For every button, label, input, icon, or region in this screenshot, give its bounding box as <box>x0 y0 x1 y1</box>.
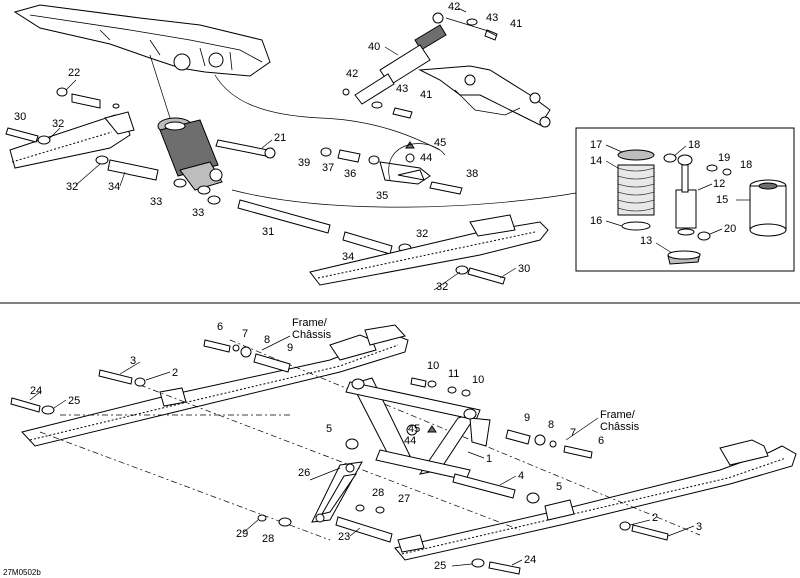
callout-22: 22 <box>68 67 80 79</box>
callout-32b: 32 <box>66 181 78 193</box>
upper-left-rail <box>9 111 135 169</box>
callout-12: 12 <box>713 178 725 190</box>
callout-7b: 7 <box>570 427 576 439</box>
callout-39: 39 <box>298 157 310 169</box>
callout-44b: 44 <box>404 435 416 447</box>
frame-note-top: Frame/ Châssis <box>292 317 332 341</box>
callout-3b: 3 <box>696 521 702 533</box>
callout-25a: 25 <box>68 395 80 407</box>
callout-6b: 6 <box>598 435 604 447</box>
lower-right-rail <box>394 439 797 561</box>
bellcrank-bracket <box>418 65 551 128</box>
callout-17: 17 <box>590 139 602 151</box>
callout-32d: 32 <box>436 281 448 293</box>
callout-37: 37 <box>322 162 334 174</box>
upper-callouts: 42 43 41 40 42 43 41 22 30 32 21 45 44 3… <box>14 1 530 293</box>
damper-12 <box>675 154 697 236</box>
callout-45b: 45 <box>408 423 420 435</box>
callout-15: 15 <box>716 194 728 206</box>
callout-44a: 44 <box>420 152 432 164</box>
callout-36: 36 <box>344 168 356 180</box>
callout-34a: 34 <box>108 181 120 193</box>
callout-10a: 10 <box>427 360 439 372</box>
callout-11: 11 <box>448 368 459 380</box>
callout-32c: 32 <box>416 228 428 240</box>
shock-components-inset: 17 18 19 18 14 12 15 16 20 13 <box>575 127 795 272</box>
callout-26: 26 <box>298 467 310 479</box>
lower-callouts: 6 7 8 9 3 2 10 11 10 24 25 5 45 44 1 9 8… <box>29 317 702 572</box>
callout-30b: 30 <box>518 263 530 275</box>
frame-silhouette <box>13 4 271 77</box>
callout-18b: 18 <box>740 159 752 171</box>
callout-5a: 5 <box>326 423 332 435</box>
callout-24b: 24 <box>524 554 536 566</box>
callout-3a: 3 <box>130 355 136 367</box>
callout-42b: 42 <box>346 68 358 80</box>
callout-33b: 33 <box>192 207 204 219</box>
callout-28a: 28 <box>372 487 384 499</box>
upper-exploded-view <box>5 4 583 286</box>
callout-14: 14 <box>590 155 602 167</box>
callout-18a: 18 <box>688 139 700 151</box>
front-arm-1 <box>345 377 491 481</box>
callout-23: 23 <box>338 531 350 543</box>
callout-25b: 25 <box>434 560 446 572</box>
callout-27: 27 <box>398 493 410 505</box>
frame-note-top-line2: Châssis <box>292 329 332 341</box>
callout-41b: 41 <box>420 89 432 101</box>
callout-8b: 8 <box>548 419 554 431</box>
drawing-reference-code: 27M0502b <box>3 568 41 577</box>
callout-35: 35 <box>376 190 388 202</box>
callout-20: 20 <box>724 223 736 235</box>
callout-34b: 34 <box>342 251 354 263</box>
callout-40: 40 <box>368 41 380 53</box>
callout-21: 21 <box>274 132 286 144</box>
callout-31: 31 <box>262 226 274 238</box>
callout-2a: 2 <box>172 367 178 379</box>
callout-33a: 33 <box>150 196 162 208</box>
callout-9b: 9 <box>524 412 530 424</box>
callout-24a: 24 <box>30 385 42 397</box>
callout-43b: 43 <box>396 83 408 95</box>
callout-28b: 28 <box>262 533 274 545</box>
callout-43a: 43 <box>486 12 498 24</box>
link-35 <box>379 153 431 185</box>
callout-16: 16 <box>590 215 602 227</box>
upper-shock-40 <box>354 12 447 105</box>
callout-30a: 30 <box>14 111 26 123</box>
lower-exploded-view <box>10 324 797 575</box>
frame-note-top-line1: Frame/ <box>292 317 328 329</box>
callout-45a: 45 <box>434 137 446 149</box>
frame-note-right: Frame/ Châssis <box>600 409 640 433</box>
callout-2b: 2 <box>652 512 658 524</box>
callout-32a: 32 <box>52 118 64 130</box>
callout-38: 38 <box>466 168 478 180</box>
callout-10b: 10 <box>472 374 484 386</box>
spring-14 <box>617 149 655 231</box>
callout-13: 13 <box>640 235 652 247</box>
frame-note-right-line2: Châssis <box>600 421 640 433</box>
rear-arm-26 <box>311 461 363 523</box>
rear-shock-absorber <box>157 117 223 191</box>
callout-8a: 8 <box>264 334 270 346</box>
sleeve-15 <box>749 179 787 237</box>
callout-6a: 6 <box>217 321 223 333</box>
callout-19: 19 <box>718 152 730 164</box>
callout-42a: 42 <box>448 1 460 13</box>
frame-note-right-line1: Frame/ <box>600 409 636 421</box>
callout-5b: 5 <box>556 481 562 493</box>
callout-1: 1 <box>486 453 492 465</box>
upper-right-rail <box>309 214 549 286</box>
callout-41a: 41 <box>510 18 522 30</box>
callout-4: 4 <box>518 470 524 482</box>
lower-left-rail <box>21 324 409 447</box>
callout-9a: 9 <box>287 342 293 354</box>
callout-7a: 7 <box>242 328 248 340</box>
